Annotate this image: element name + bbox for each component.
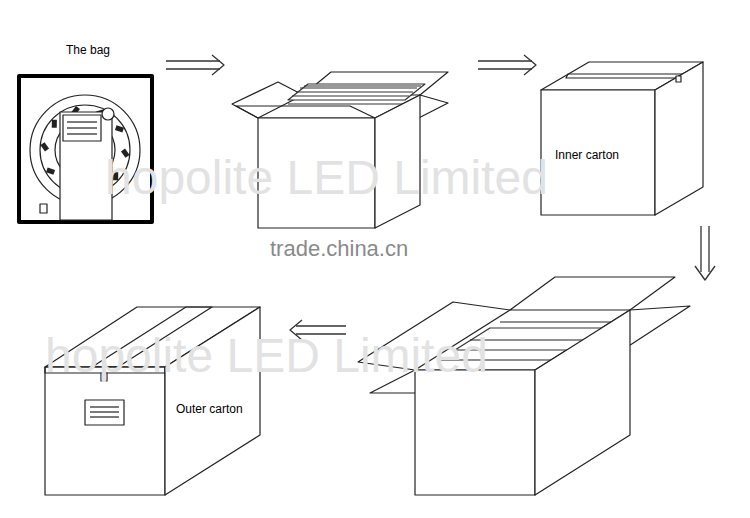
watermark: hopolite LED Limited xyxy=(105,150,548,205)
led-segment xyxy=(47,170,54,173)
inner-carton-drawing xyxy=(541,62,703,215)
inner-carton-box: Inner carton xyxy=(541,90,659,215)
open-box-small xyxy=(232,72,448,228)
open-box-large xyxy=(358,277,690,495)
node-label: Inner carton xyxy=(555,148,659,162)
node-label: Outer carton xyxy=(176,402,264,416)
node-label: The bag xyxy=(18,43,158,57)
led-segment xyxy=(42,144,47,150)
watermark: hopolite LED Limited xyxy=(45,328,488,383)
watermark-site: trade.china.cn xyxy=(270,236,408,262)
led-segment xyxy=(52,120,57,128)
led-segment xyxy=(116,128,123,131)
